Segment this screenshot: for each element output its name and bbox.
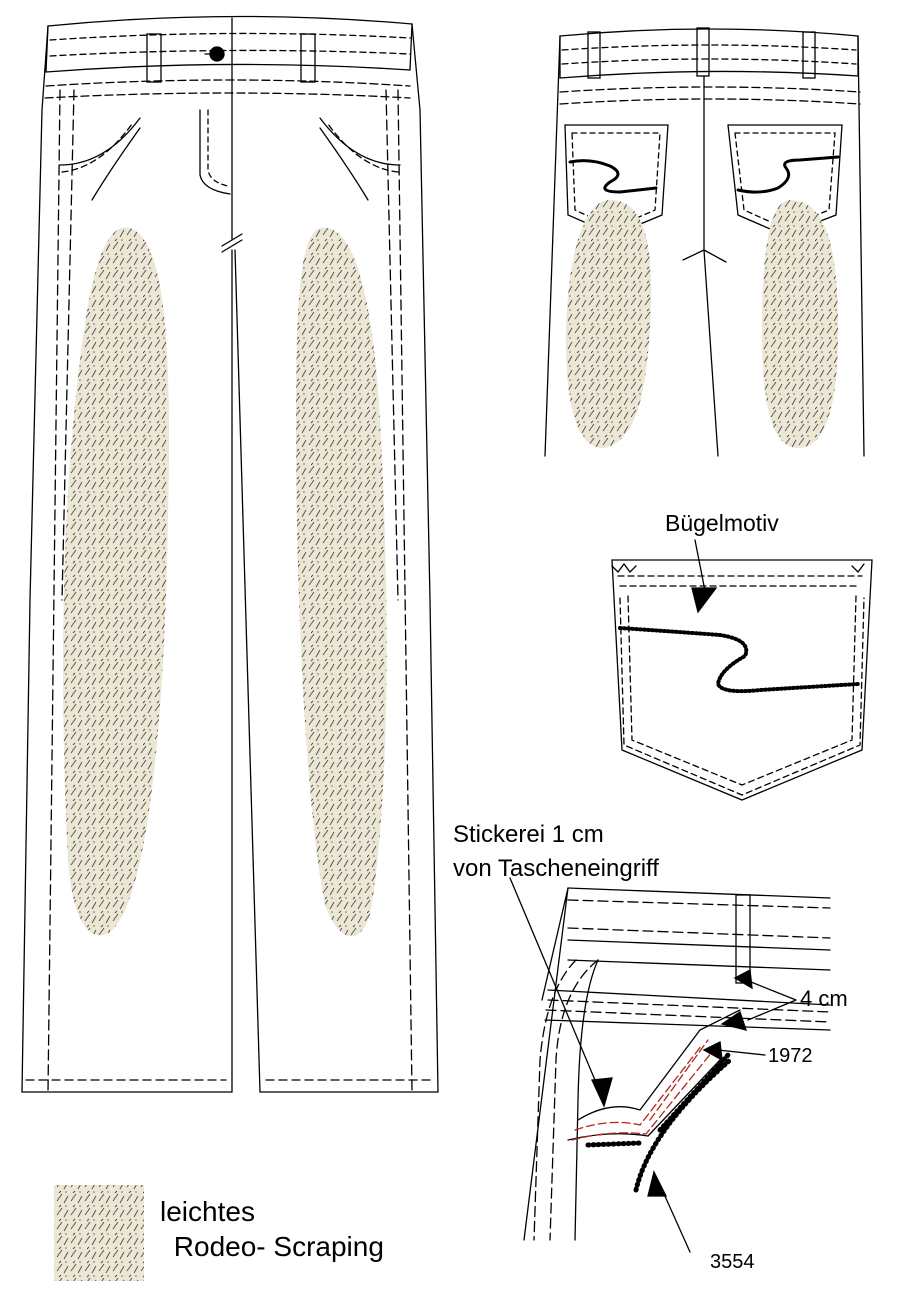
distance-label: 4 cm — [800, 986, 848, 1011]
front-pocket-left — [59, 117, 141, 201]
zoom-detail — [509, 877, 831, 1253]
scraping-patch — [296, 227, 387, 937]
thread-code-label: 3554 — [710, 1251, 755, 1273]
belt-loop — [696, 27, 710, 77]
pocket-detail — [611, 539, 873, 801]
scraping-patches — [63, 200, 838, 937]
front-right-outer — [234, 23, 439, 1093]
legend-swatch — [54, 1185, 144, 1281]
fly — [199, 17, 233, 241]
front-left-outer — [21, 25, 233, 1093]
pocket-outline — [611, 559, 873, 801]
back-view — [544, 27, 865, 457]
embroidery — [571, 1039, 713, 1141]
belt-loop — [146, 33, 162, 83]
button — [209, 46, 225, 62]
front-pocket-right — [319, 117, 401, 201]
embroidery-label-line2: von Tascheneingriff — [453, 855, 659, 882]
iron-on-motif — [618, 626, 860, 694]
front-view — [21, 15, 439, 1093]
belt-loop — [587, 31, 601, 79]
legend-text-line1: leichtes — [160, 1196, 255, 1227]
legend-text-line2: Rodeo- Scraping — [166, 1231, 384, 1262]
scraping-patch — [63, 227, 170, 936]
iron-on-motif-label: Bügelmotiv — [665, 510, 779, 536]
belt-loop — [802, 31, 816, 79]
scraping-patch — [762, 200, 838, 449]
scraping-patch — [565, 200, 652, 449]
belt-loop — [735, 894, 751, 984]
thread-code-label: 1972 — [768, 1045, 813, 1067]
belt-loop — [300, 33, 316, 83]
front-waistband — [45, 15, 413, 73]
embroidery-label-line1: Stickerei 1 cm — [453, 821, 604, 848]
